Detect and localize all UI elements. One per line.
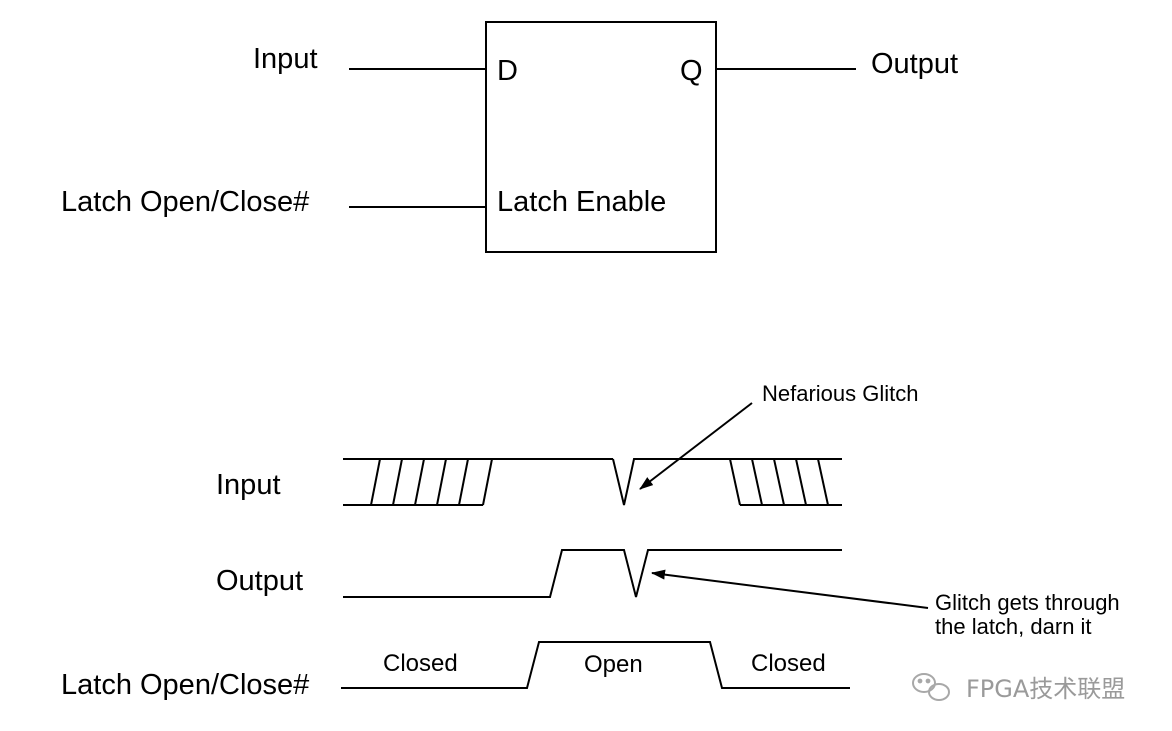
timing-enable-label: Latch Open/Close#: [61, 669, 309, 701]
output-waveform: [343, 549, 842, 598]
glitch-through-line1: Glitch gets through: [935, 590, 1120, 615]
closed-left-label: Closed: [383, 650, 458, 677]
glitch-through-line2: the latch, darn it: [935, 614, 1092, 639]
pin-enable-label: Latch Enable: [497, 186, 666, 218]
block-input-label: Input: [253, 43, 318, 75]
timing-output-label: Output: [216, 565, 303, 597]
open-label: Open: [584, 651, 643, 678]
closed-right-label: Closed: [751, 650, 826, 677]
glitch-annotation: Nefarious Glitch: [762, 381, 919, 406]
glitch-arrow: [639, 402, 753, 490]
glitch-through-arrow: [651, 569, 929, 609]
block-output-label: Output: [871, 48, 958, 80]
enable-waveform: [341, 641, 850, 689]
wechat-icon: [912, 673, 950, 701]
watermark-text: FPGA技术联盟: [966, 675, 1125, 703]
latch-block: [485, 21, 717, 253]
pin-d-label: D: [497, 55, 518, 87]
input-waveform: [343, 458, 842, 506]
block-enable-label: Latch Open/Close#: [61, 186, 309, 218]
timing-input-label: Input: [216, 469, 281, 501]
pin-q-label: Q: [680, 55, 703, 87]
